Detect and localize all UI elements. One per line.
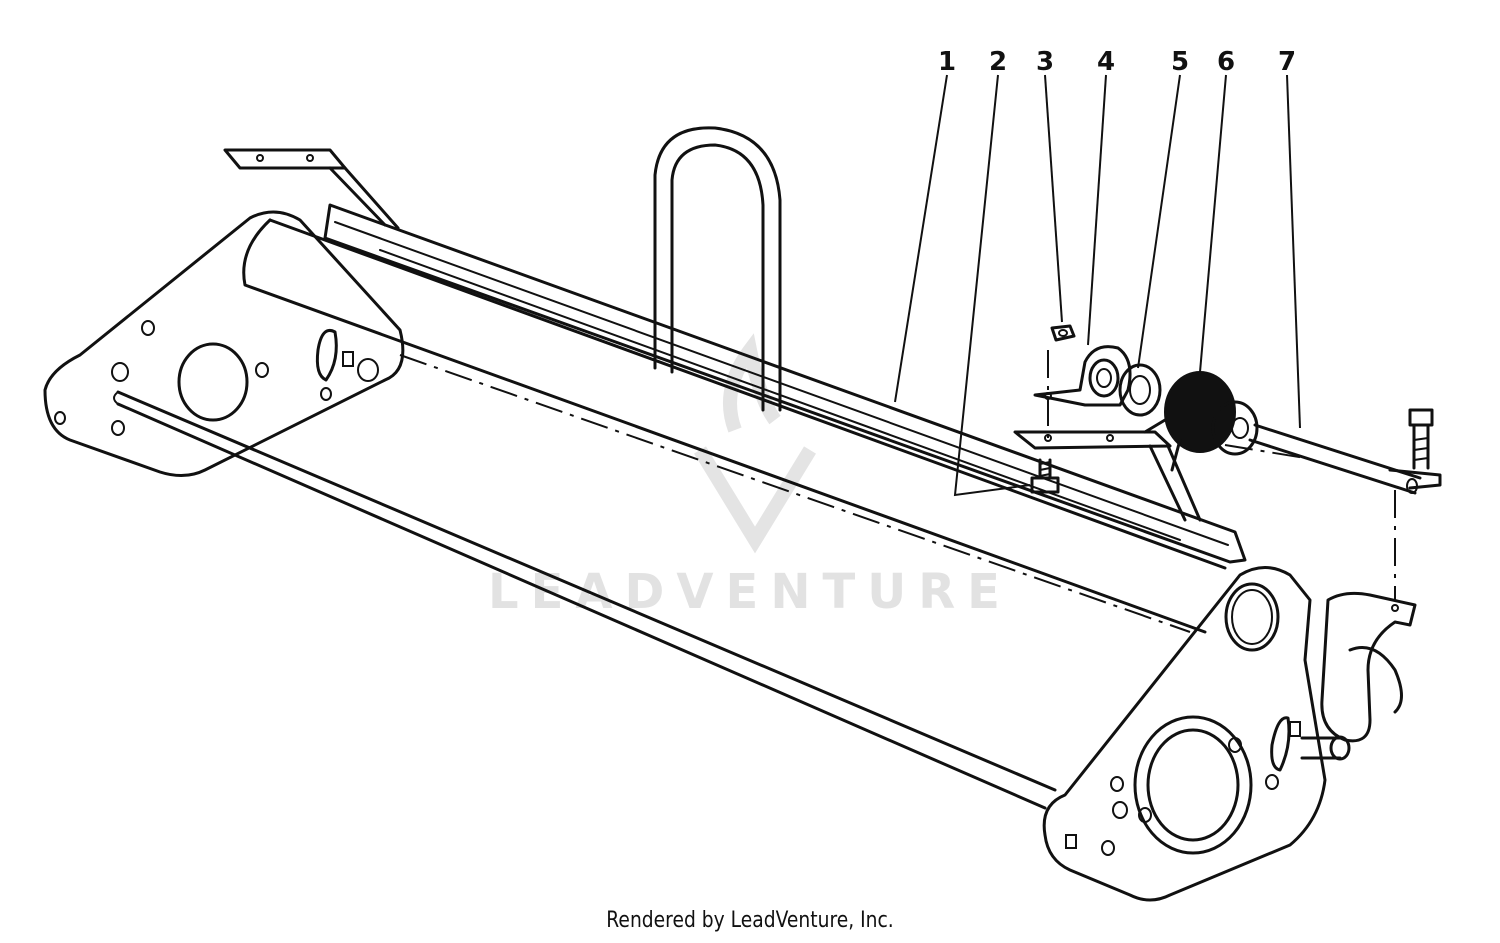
callout-labels: 1 2 3 4 5 6 7 [938,47,1296,77]
center-bracket [1013,430,1202,522]
hex-bolt [1408,408,1434,470]
bar-part [323,203,1247,564]
left-side-plate [43,210,405,477]
callout-7: 7 [1278,47,1296,77]
shaft-part [1248,423,1442,495]
footer-credit: Rendered by LeadVenture, Inc. [606,908,894,933]
callout-5: 5 [1171,47,1189,77]
center-lines [399,350,1396,633]
roller-tube [242,218,1227,634]
right-clamp [1320,591,1417,743]
callout-4: 4 [1097,47,1115,77]
callout-2: 2 [989,47,1007,77]
bolt-part [1030,458,1060,494]
lower-rod [113,390,1057,810]
bearing-bracket-part [1033,345,1132,407]
callout-1: 1 [938,47,956,77]
handle-loop [653,126,782,412]
callout-6: 6 [1217,47,1235,77]
spring-part [1143,371,1259,472]
watermark-logo-icon [694,333,816,554]
right-side-plate [1042,566,1351,902]
leader-lines [894,74,1301,497]
watermark-text: LEADVENTURE [488,564,1012,620]
washer-part [1118,363,1162,417]
callout-3: 3 [1036,47,1054,77]
nut-part [1050,324,1076,342]
left-bracket [223,148,400,230]
